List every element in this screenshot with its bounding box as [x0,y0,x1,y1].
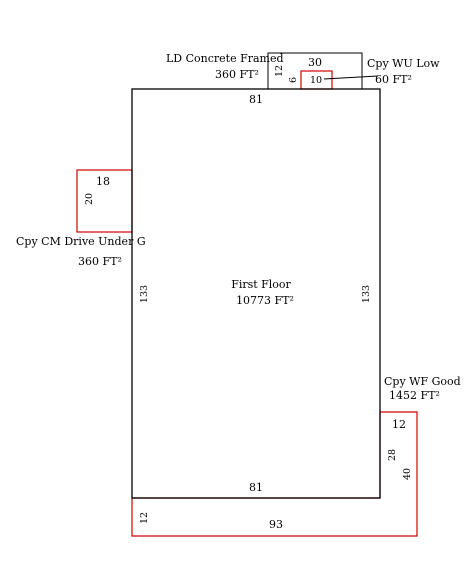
ld-concrete-framed-width-dim: 30 [308,56,322,69]
cpy-cm-drive-under-name: Cpy CM Drive Under G [16,235,146,248]
cpy-wf-good-top-dim: 12 [392,418,406,431]
cpy-wf-good-outline [131,411,418,537]
cpy-wu-low-area: 60 FT² [375,73,412,86]
first-floor-right-dim: 133 [361,285,372,303]
cpy-wu-low-leader-line [323,75,379,80]
cpy-wf-good-area: 1452 FT² [389,389,440,402]
cpy-wf-good-inner-dim: 28 [387,449,398,461]
ld-concrete-framed-height-dim: 12 [274,65,285,77]
ld-concrete-framed-name: LD Concrete Framed [166,52,284,65]
cpy-cm-drive-under-height-dim: 20 [84,193,95,205]
first-floor-left-dim: 133 [139,285,150,303]
cpy-wu-low-name: Cpy WU Low [367,57,440,70]
cpy-wf-good-left-dim: 12 [139,512,150,524]
first-floor-top-dim: 81 [249,93,263,106]
cpy-wf-good-bottom-dim: 93 [269,518,283,531]
cpy-cm-drive-under-width-dim: 18 [96,175,110,188]
first-floor-bottom-dim: 81 [249,481,263,494]
cpy-cm-drive-under-area: 360 FT² [78,255,122,268]
first-floor-area: 10773 FT² [236,294,294,307]
first-floor-outline [131,88,381,499]
cpy-wf-good-name: Cpy WF Good [384,375,461,388]
cpy-wf-good-right-dim: 40 [402,468,413,480]
cpy-wu-low-height-dim: 6 [288,77,299,83]
first-floor-name: First Floor [231,278,291,291]
ld-concrete-framed-area: 360 FT² [215,68,259,81]
cpy-wu-low-width-dim: 10 [310,75,322,86]
